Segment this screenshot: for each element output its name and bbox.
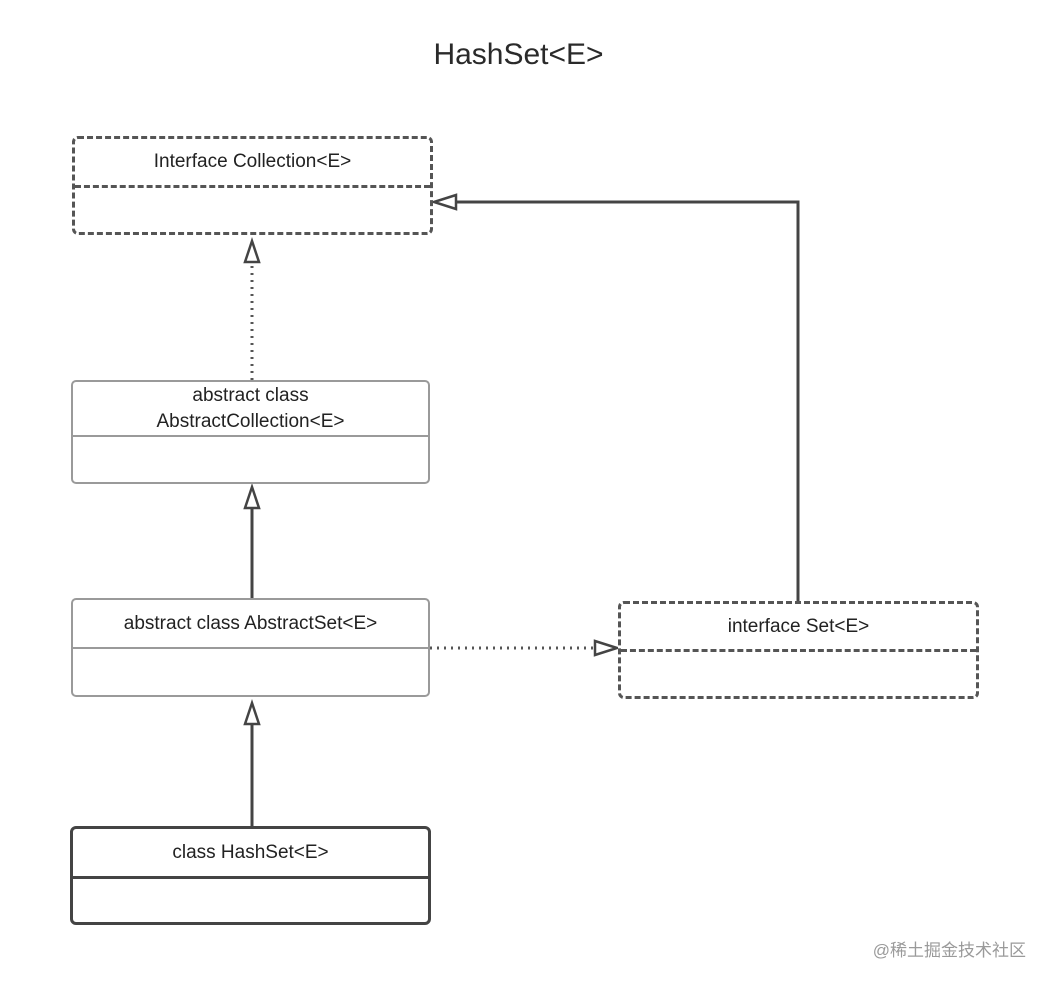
edge-set-to-collection bbox=[456, 200, 800, 601]
hollow-arrowhead bbox=[593, 639, 622, 657]
node-header: interface Set<E> bbox=[621, 604, 976, 652]
node-interface-set: interface Set<E> bbox=[618, 601, 979, 699]
node-header: Interface Collection<E> bbox=[75, 139, 430, 188]
watermark: @稀土掘金技术社区 bbox=[872, 941, 1026, 960]
diagram-title: HashSet<E> bbox=[433, 38, 604, 71]
node-label: class HashSet<E> bbox=[172, 841, 329, 863]
hollow-arrowhead bbox=[243, 699, 261, 726]
node-header: class HashSet<E> bbox=[73, 829, 428, 879]
node-abstract-set: abstract class AbstractSet<E> bbox=[71, 598, 430, 697]
node-label: abstract class AbstractSet<E> bbox=[123, 612, 378, 634]
node-header: abstract class AbstractCollection<E> bbox=[73, 382, 428, 437]
node-label-line-1: abstract class bbox=[192, 384, 309, 406]
node-header: abstract class AbstractSet<E> bbox=[73, 600, 428, 649]
node-label: interface Set<E> bbox=[727, 615, 870, 637]
hollow-arrowhead bbox=[243, 483, 261, 510]
node-interface-collection: Interface Collection<E> bbox=[72, 136, 433, 235]
hollow-arrowhead bbox=[243, 237, 261, 264]
node-abstract-collection: abstract class AbstractCollection<E> bbox=[71, 380, 430, 484]
hollow-arrowhead bbox=[429, 193, 458, 211]
node-label: Interface Collection<E> bbox=[153, 151, 352, 172]
node-label-line-2: AbstractCollection<E> bbox=[156, 410, 345, 432]
node-class-hashset: class HashSet<E> bbox=[70, 826, 431, 925]
